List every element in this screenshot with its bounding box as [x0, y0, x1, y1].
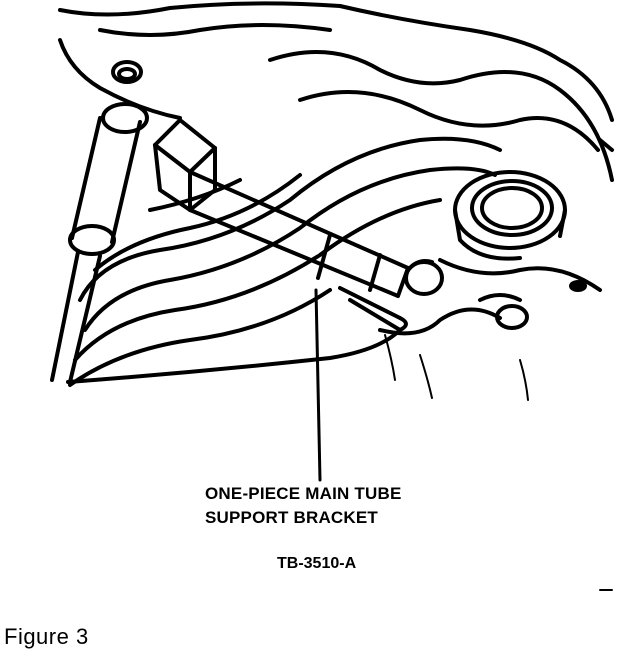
callout-label-line2: SUPPORT BRACKET [205, 508, 379, 527]
part-code: TB-3510-A [277, 555, 357, 572]
right-casting [378, 138, 614, 336]
bracket-arm [188, 170, 410, 298]
callout-leader [314, 288, 322, 482]
tube-bundle [66, 136, 502, 387]
upper-casting [58, 1, 614, 182]
left-rod [50, 102, 149, 384]
bracket-nut [404, 259, 444, 296]
top-bolt [111, 60, 143, 84]
shading-strokes [384, 334, 529, 401]
figure-caption: Figure 3 [4, 624, 89, 649]
lower-rod [338, 286, 408, 332]
drain-plug [569, 280, 587, 292]
callout-label-line1: ONE-PIECE MAIN TUBE [205, 484, 402, 503]
port-fitting [453, 170, 567, 261]
bracket-block [153, 118, 217, 212]
